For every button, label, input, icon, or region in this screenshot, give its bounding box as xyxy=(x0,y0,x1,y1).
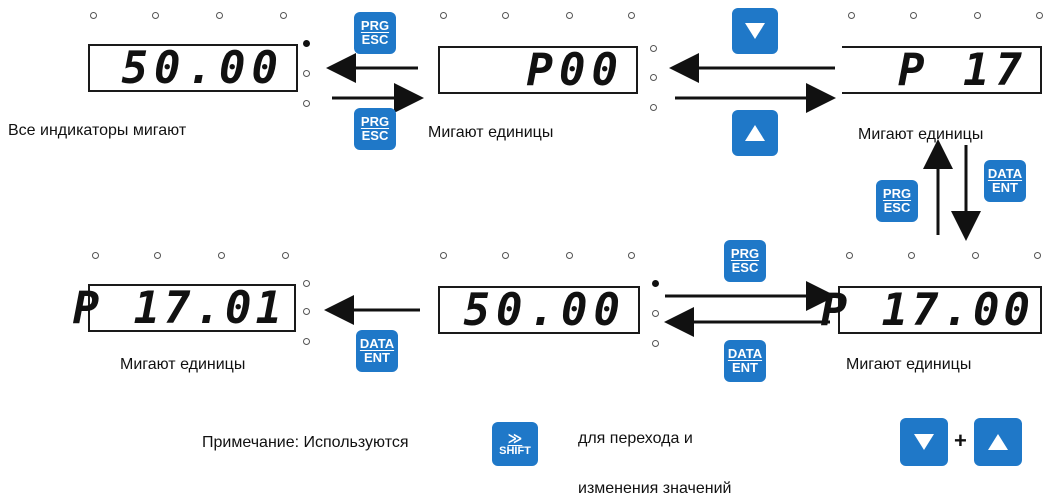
display-d1: 50.00 xyxy=(88,43,298,94)
unit-indicator xyxy=(652,340,659,347)
shift-key[interactable]: ≫ SHIFT xyxy=(492,422,538,466)
display-d6-caption: Мигают единицы xyxy=(846,356,972,373)
up-arrow-key[interactable] xyxy=(732,110,778,156)
unit-indicator xyxy=(650,74,657,81)
display-d1-caption: Все индикаторы мигают xyxy=(8,122,187,139)
unit-indicator xyxy=(652,310,659,317)
unit-indicator xyxy=(303,70,310,77)
note-prefix: Примечание: Используются xyxy=(202,434,409,451)
down-arrow-key[interactable] xyxy=(732,8,778,54)
led-indicators-d2 xyxy=(440,12,650,24)
down-arrow-icon xyxy=(914,434,934,450)
unit-indicator xyxy=(303,308,310,315)
note-line2: изменения значений xyxy=(578,480,732,497)
display-d2-caption: Мигают единицы xyxy=(428,124,554,141)
led-indicators-d3 xyxy=(848,12,1053,24)
unit-indicator xyxy=(303,100,310,107)
unit-indicator xyxy=(303,280,310,287)
display-d6: P 17.00 xyxy=(821,285,1042,336)
unit-indicator xyxy=(650,104,657,111)
display-d5-value: 50.00 xyxy=(463,285,626,336)
display-d1-value: 50.00 xyxy=(121,43,284,94)
display-d4-caption: Мигают единицы xyxy=(120,356,246,373)
note-line1: для перехода и xyxy=(578,430,693,447)
up-arrow-key[interactable] xyxy=(974,418,1022,466)
down-arrow-key[interactable] xyxy=(900,418,948,466)
unit-indicator xyxy=(303,338,310,345)
down-arrow-icon xyxy=(745,23,765,39)
up-arrow-icon xyxy=(988,434,1008,450)
led-indicators-d6 xyxy=(846,252,1051,264)
display-d3-caption: Мигают единицы xyxy=(858,126,984,143)
display-d4: P 17.01 xyxy=(73,283,296,334)
led-indicators-d4 xyxy=(92,252,302,264)
unit-indicator xyxy=(652,280,659,287)
plus-sign: + xyxy=(954,428,967,453)
led-indicators-d1 xyxy=(90,12,300,24)
display-d2: P00 xyxy=(438,45,638,96)
led-indicators-d5 xyxy=(440,252,650,264)
display-d3-value: P 17 xyxy=(898,45,1028,96)
display-d3: P 17 xyxy=(842,45,1042,96)
display-d6-value: P 17.00 xyxy=(820,285,1034,336)
display-d2-value: P00 xyxy=(526,45,624,96)
display-d5: 50.00 xyxy=(438,285,640,336)
unit-indicator xyxy=(303,40,310,47)
up-arrow-icon xyxy=(745,125,765,141)
display-d4-value: P 17.01 xyxy=(72,283,286,334)
unit-indicator xyxy=(650,45,657,52)
